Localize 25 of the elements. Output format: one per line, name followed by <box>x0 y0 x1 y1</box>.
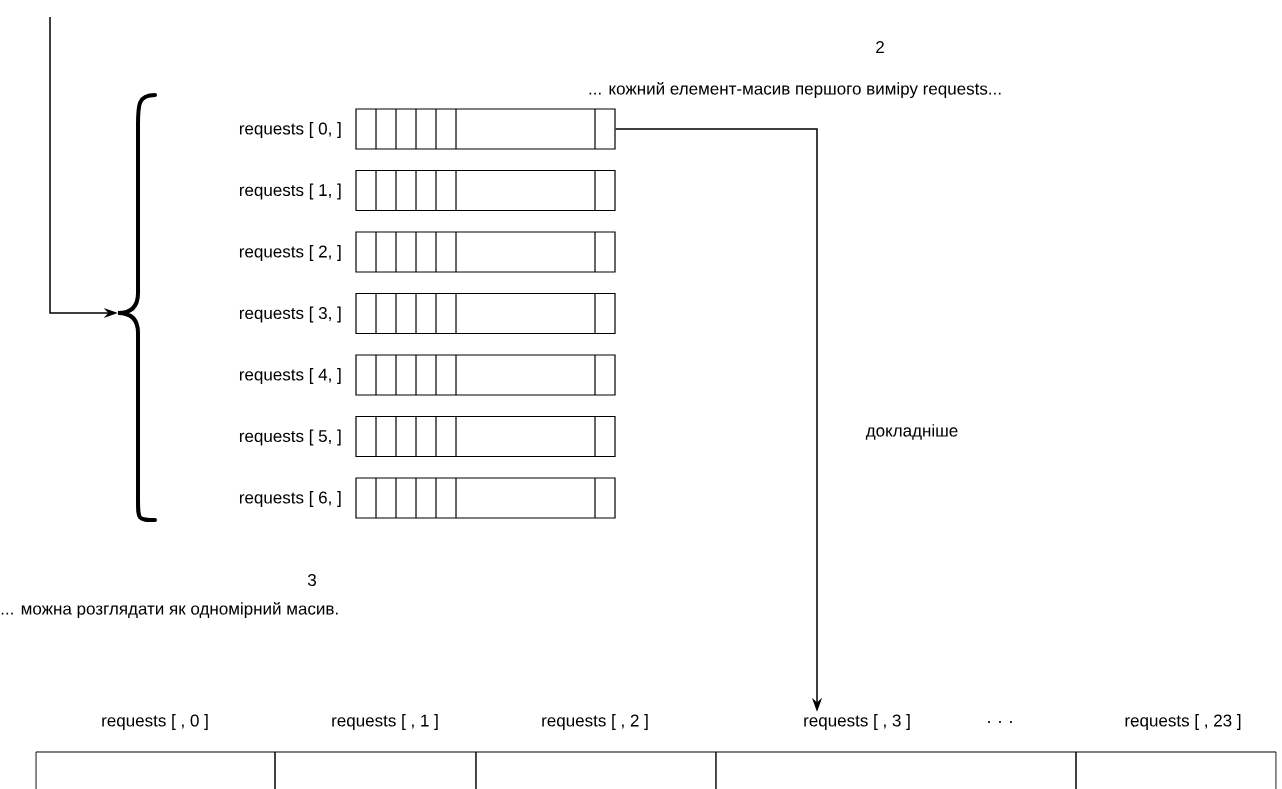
edge-label: докладніше <box>865 424 958 440</box>
caption-text: ... можна розглядати як одномірний масив. <box>1 601 338 619</box>
curly-brace <box>116 93 157 522</box>
array-row: requests [ 2, ] <box>239 231 616 273</box>
array-row: requests [ 3, ] <box>239 292 616 335</box>
node-label: requests [ 1, ] <box>239 183 341 200</box>
node-label: requests [ 5, ] <box>239 429 341 446</box>
array-cell: requests [ , 2 ] <box>475 714 717 789</box>
caption-text: ... кожний елемент-масив першого виміру requests... <box>589 81 1001 99</box>
array-row: requests [ 0, ] <box>239 108 616 150</box>
array-cell: requests [ , 1 ] <box>274 714 477 789</box>
node-label: requests [ 6, ] <box>239 491 341 507</box>
node-label: requests [ 2, ] <box>239 245 341 261</box>
array-row: requests [ 4, ] <box>239 354 616 396</box>
node-label: requests [ 4, ] <box>239 368 341 384</box>
array-row: requests [ 6, ] <box>239 477 616 519</box>
ellipsis: . . . <box>988 721 1012 723</box>
node-label: requests [ 3, ] <box>239 306 341 323</box>
label-number: 2 <box>876 41 884 53</box>
array-cell: requests [ , 23 ] <box>1075 714 1277 789</box>
label-number: 3 <box>307 574 316 586</box>
array-row: requests [ 5, ] <box>239 415 616 458</box>
node-label: requests [ 0, ] <box>239 122 341 138</box>
array-cell: requests [ , 0 ] <box>35 714 276 789</box>
array-row: requests [ 1, ] <box>239 169 616 212</box>
